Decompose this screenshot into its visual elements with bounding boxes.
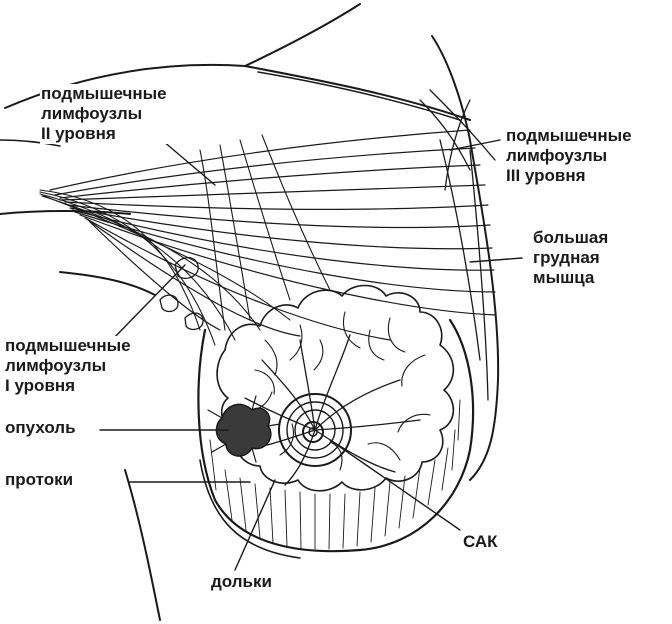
arm-line-upper [0, 139, 61, 147]
breast-outline [197, 318, 475, 553]
label-tumor: опухоль [4, 418, 77, 438]
milk-ducts [239, 334, 421, 486]
label-axillary-level2: подмышечные лимфоузлы II уровня [40, 84, 168, 144]
label-axillary-level1: подмышечные лимфоузлы I уровня [4, 336, 132, 396]
level1-lymph-nodes [159, 256, 204, 331]
axillary-lymph-vessels [39, 134, 331, 346]
right-body-outline [431, 35, 500, 481]
tumor-spicules [207, 395, 281, 463]
nipple-center [308, 427, 318, 437]
label-lobules: дольки [210, 572, 273, 592]
areola-outer [278, 393, 352, 467]
leader-level1 [109, 264, 186, 343]
neck-line [257, 71, 461, 121]
neck-contour [244, 65, 471, 121]
clavicle-region-lines [419, 89, 496, 401]
glandular-tissue [216, 284, 455, 492]
arm-line-lower [59, 271, 156, 296]
leader-level3 [449, 139, 501, 151]
leader-lobules [234, 479, 276, 571]
nipple [302, 421, 324, 443]
leader-lines [99, 129, 523, 571]
label-pectoralis-major: большая грудная мышца [532, 228, 610, 288]
breast-lower-fold [199, 459, 301, 559]
tumor-mass [215, 403, 272, 457]
lower-breast-striations [209, 399, 461, 550]
leader-nac [329, 439, 461, 531]
areola-ring [286, 401, 344, 459]
label-axillary-level3: подмышечные лимфоузлы III уровня [505, 126, 633, 186]
left-body-outline [124, 469, 161, 621]
leader-pectoralis [469, 257, 523, 263]
left-torso-line [0, 210, 131, 215]
label-nac: САК [462, 532, 499, 552]
areola-inner [294, 409, 336, 451]
label-ducts: протоки [4, 470, 75, 490]
